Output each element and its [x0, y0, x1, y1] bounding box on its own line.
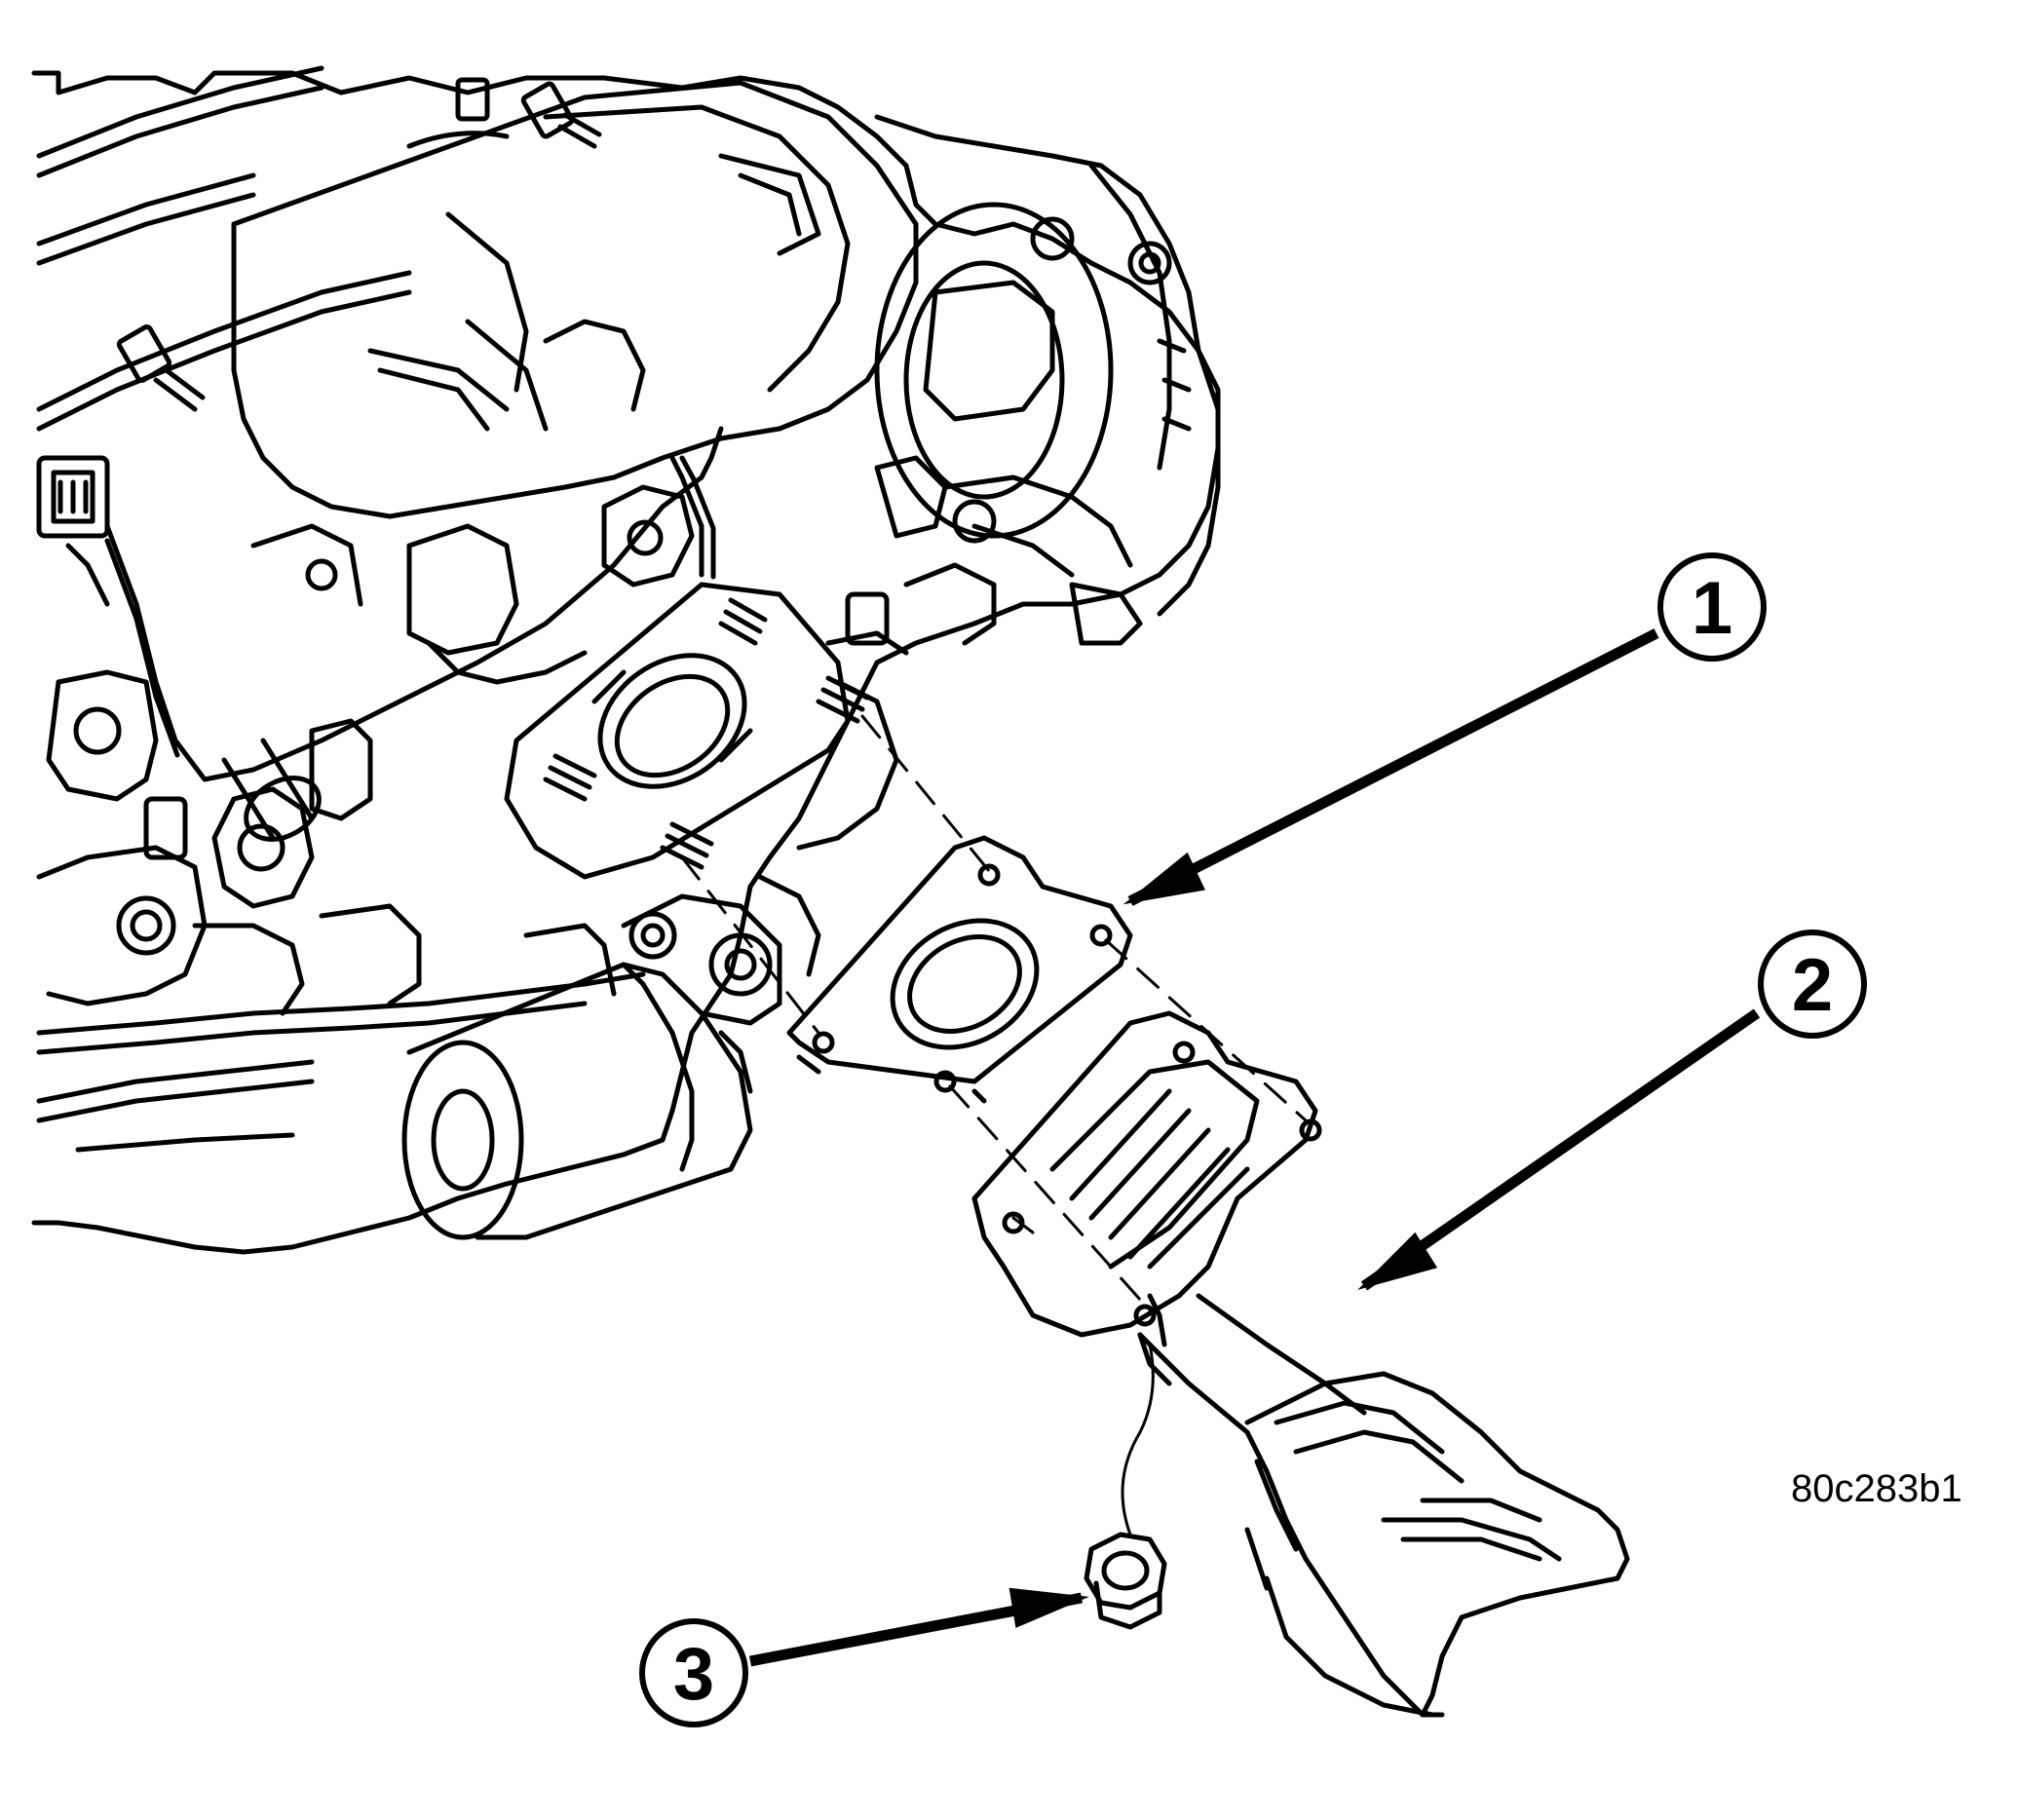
arrowhead-2 — [1357, 1232, 1438, 1290]
figure-id-code: 80c283b1 — [1791, 1467, 1962, 1510]
nut-leader-line — [1121, 1343, 1155, 1536]
exhaust-manifold-gasket — [786, 835, 1133, 1104]
callout-3: 3 — [639, 1587, 1089, 1727]
oil-filter — [401, 893, 782, 1240]
arrowhead-3 — [1008, 1587, 1089, 1628]
manifold-nut — [1084, 1532, 1167, 1630]
exhaust-manifold-converter — [971, 1010, 1630, 1718]
arrowhead-1 — [1123, 852, 1205, 905]
alignment-lines — [680, 714, 1308, 1312]
callout-2: 2 — [1357, 929, 1867, 1291]
transaxle-housing — [825, 114, 1221, 656]
engine-block — [31, 65, 1221, 1255]
callout-2-label: 2 — [1792, 944, 1833, 1027]
callout-1: 1 — [1123, 552, 1767, 906]
callout-1-label: 1 — [1692, 567, 1732, 650]
cylinder-head-flange — [504, 582, 899, 977]
callout-3-label: 3 — [673, 1633, 714, 1716]
